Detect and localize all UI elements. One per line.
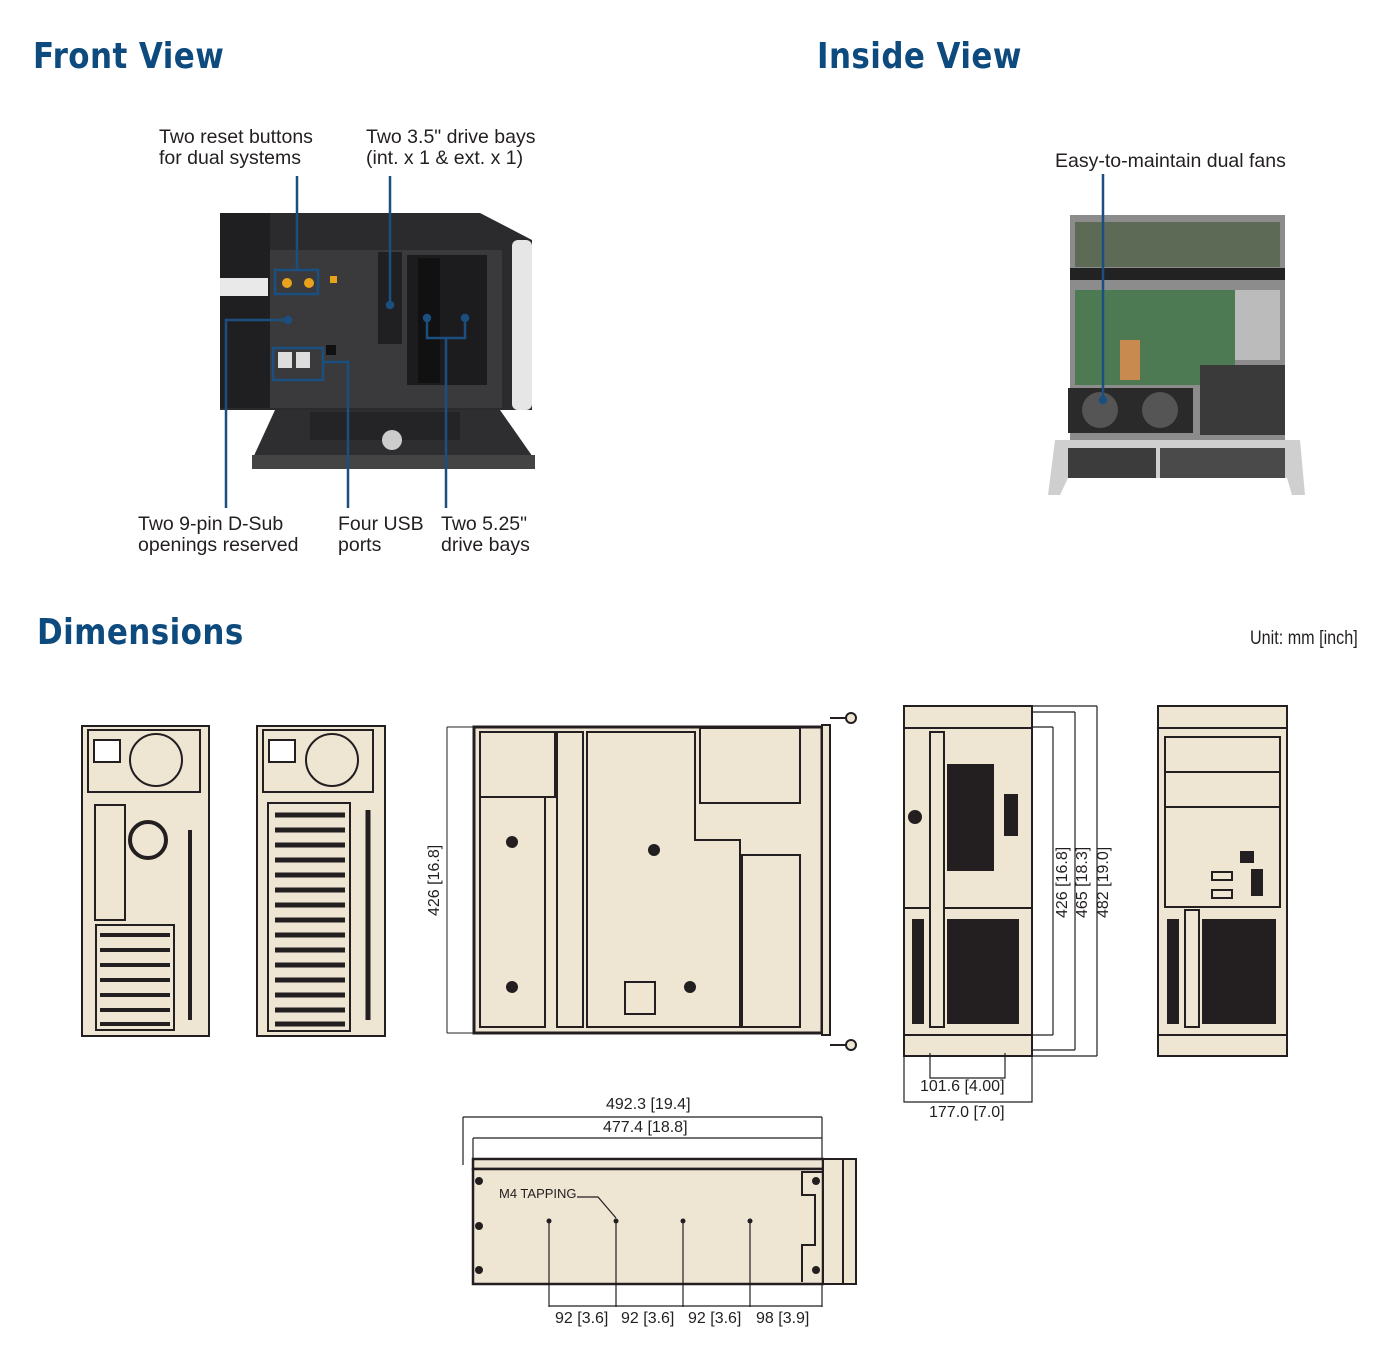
dim-spacing-3: 92 [3.6] <box>688 1310 742 1327</box>
dim-front-101: 101.6 [4.00] <box>920 1078 1005 1095</box>
callout-reset-buttons: Two reset buttons for dual systems <box>159 126 313 169</box>
m4-tapping-label: M4 TAPPING <box>499 1186 577 1201</box>
callout-525-drive-bays: Two 5.25" drive bays <box>441 513 530 556</box>
callout-dual-fans: Easy-to-maintain dual fans <box>1055 150 1286 172</box>
front-view-photo <box>220 213 535 469</box>
dimensions-heading: Dimensions <box>37 612 244 653</box>
dim-spacing-1: 92 [3.6] <box>555 1310 609 1327</box>
inside-callout-line <box>1098 174 1108 405</box>
inside-view-heading: Inside View <box>817 36 1022 77</box>
dim-front-426: 426 [16.8] <box>1054 846 1071 918</box>
dim-spacing-2: 92 [3.6] <box>621 1310 675 1327</box>
dim-side-492: 492.3 [19.4] <box>606 1096 691 1113</box>
unit-label: Unit: mm [inch] <box>1250 628 1358 649</box>
front-view-heading: Front View <box>33 36 225 77</box>
dim-front-177: 177.0 [7.0] <box>929 1104 1005 1121</box>
top-view-drawing <box>446 712 857 1051</box>
side-panel-drawing <box>1157 705 1288 1057</box>
dim-spacing-4: 98 [3.9] <box>756 1310 810 1327</box>
front-callout-lines <box>224 176 470 508</box>
rear-view-drawing-1 <box>81 725 210 1037</box>
front-view-drawing <box>903 705 1098 1103</box>
inside-view-photo <box>1048 215 1305 495</box>
side-view-drawing <box>462 1116 857 1307</box>
callout-dsub-openings: Two 9-pin D-Sub openings reserved <box>138 513 299 556</box>
rear-view-drawing-2 <box>256 725 386 1037</box>
dim-side-477: 477.4 [18.8] <box>603 1119 688 1136</box>
dim-front-465: 465 [18.3] <box>1074 846 1091 918</box>
callout-35-drive-bays: Two 3.5" drive bays (int. x 1 & ext. x 1… <box>366 126 536 169</box>
dim-top-depth: 426 [16.8] <box>426 844 443 916</box>
callout-usb-ports: Four USB ports <box>338 513 424 556</box>
dim-front-482: 482 [19.0] <box>1095 846 1112 918</box>
